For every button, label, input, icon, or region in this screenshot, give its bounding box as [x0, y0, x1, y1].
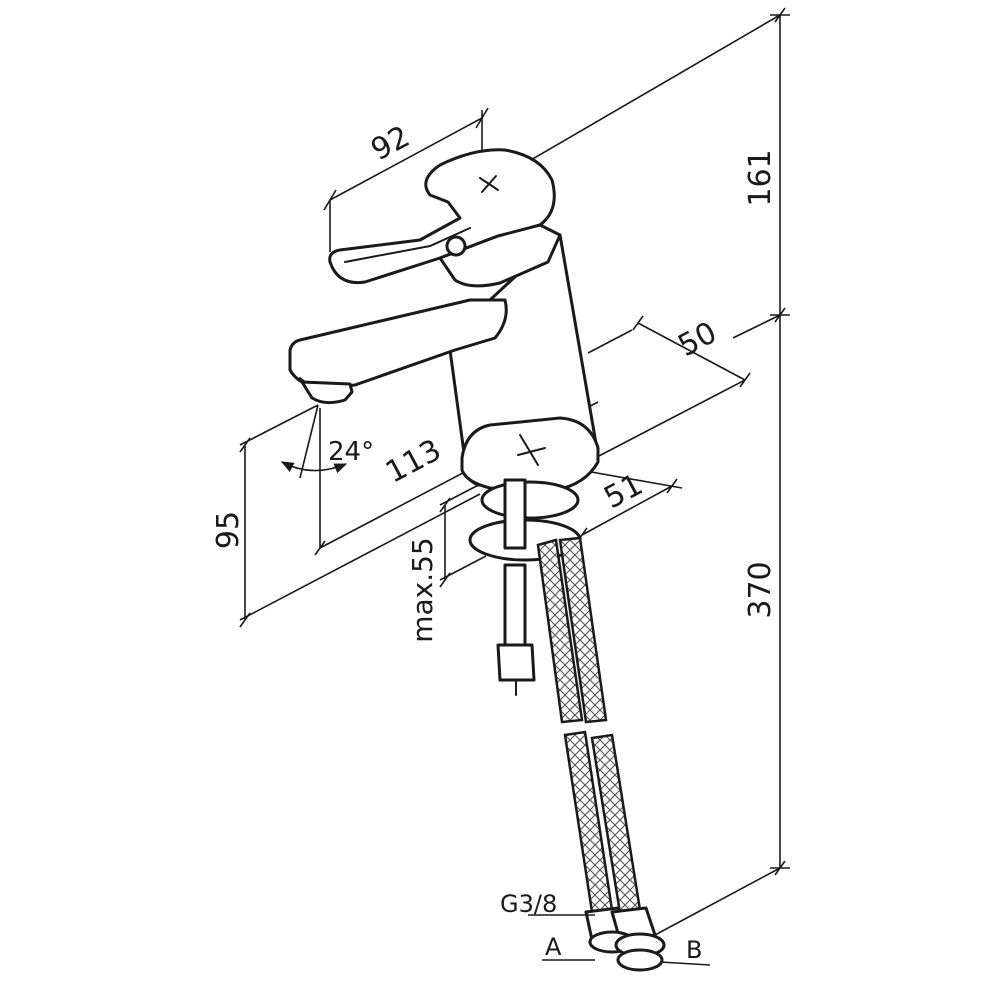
dim-24: 24°: [328, 437, 374, 467]
dimension-lines: [239, 7, 790, 936]
hose-a-upper: [536, 538, 584, 724]
handle-screw: [445, 235, 467, 257]
handle-dimension-line: [329, 117, 483, 201]
faucet-base: [460, 416, 600, 492]
aerator: [300, 380, 354, 405]
dim-92: 92: [365, 119, 415, 168]
dim-370: 370: [743, 561, 778, 618]
hoses: [536, 536, 666, 972]
leader-lines: [528, 914, 711, 966]
stud-nut: [496, 643, 536, 682]
dim-113: 113: [380, 433, 447, 491]
dim-161: 161: [743, 149, 778, 206]
threaded-rod: [503, 478, 527, 550]
dim-50: 50: [672, 315, 722, 364]
mounting-hardware: [468, 478, 582, 696]
dim-95: 95: [211, 511, 246, 549]
hose-b-label: B: [686, 936, 702, 964]
thread-label: G3/8: [500, 890, 557, 918]
angle-arc: [280, 461, 348, 474]
faucet: [288, 148, 600, 492]
stud: [503, 563, 527, 647]
base-depth-dimension-line: [581, 485, 673, 536]
washer-top: [480, 480, 580, 520]
handle-cartridge: [438, 223, 562, 288]
top-reference-line: [487, 14, 781, 186]
dim-max55: max.55: [406, 537, 439, 643]
hose-a-label: A: [545, 933, 562, 961]
base-width-dimension-line: [637, 322, 746, 381]
hose-b-upper: [558, 536, 608, 724]
